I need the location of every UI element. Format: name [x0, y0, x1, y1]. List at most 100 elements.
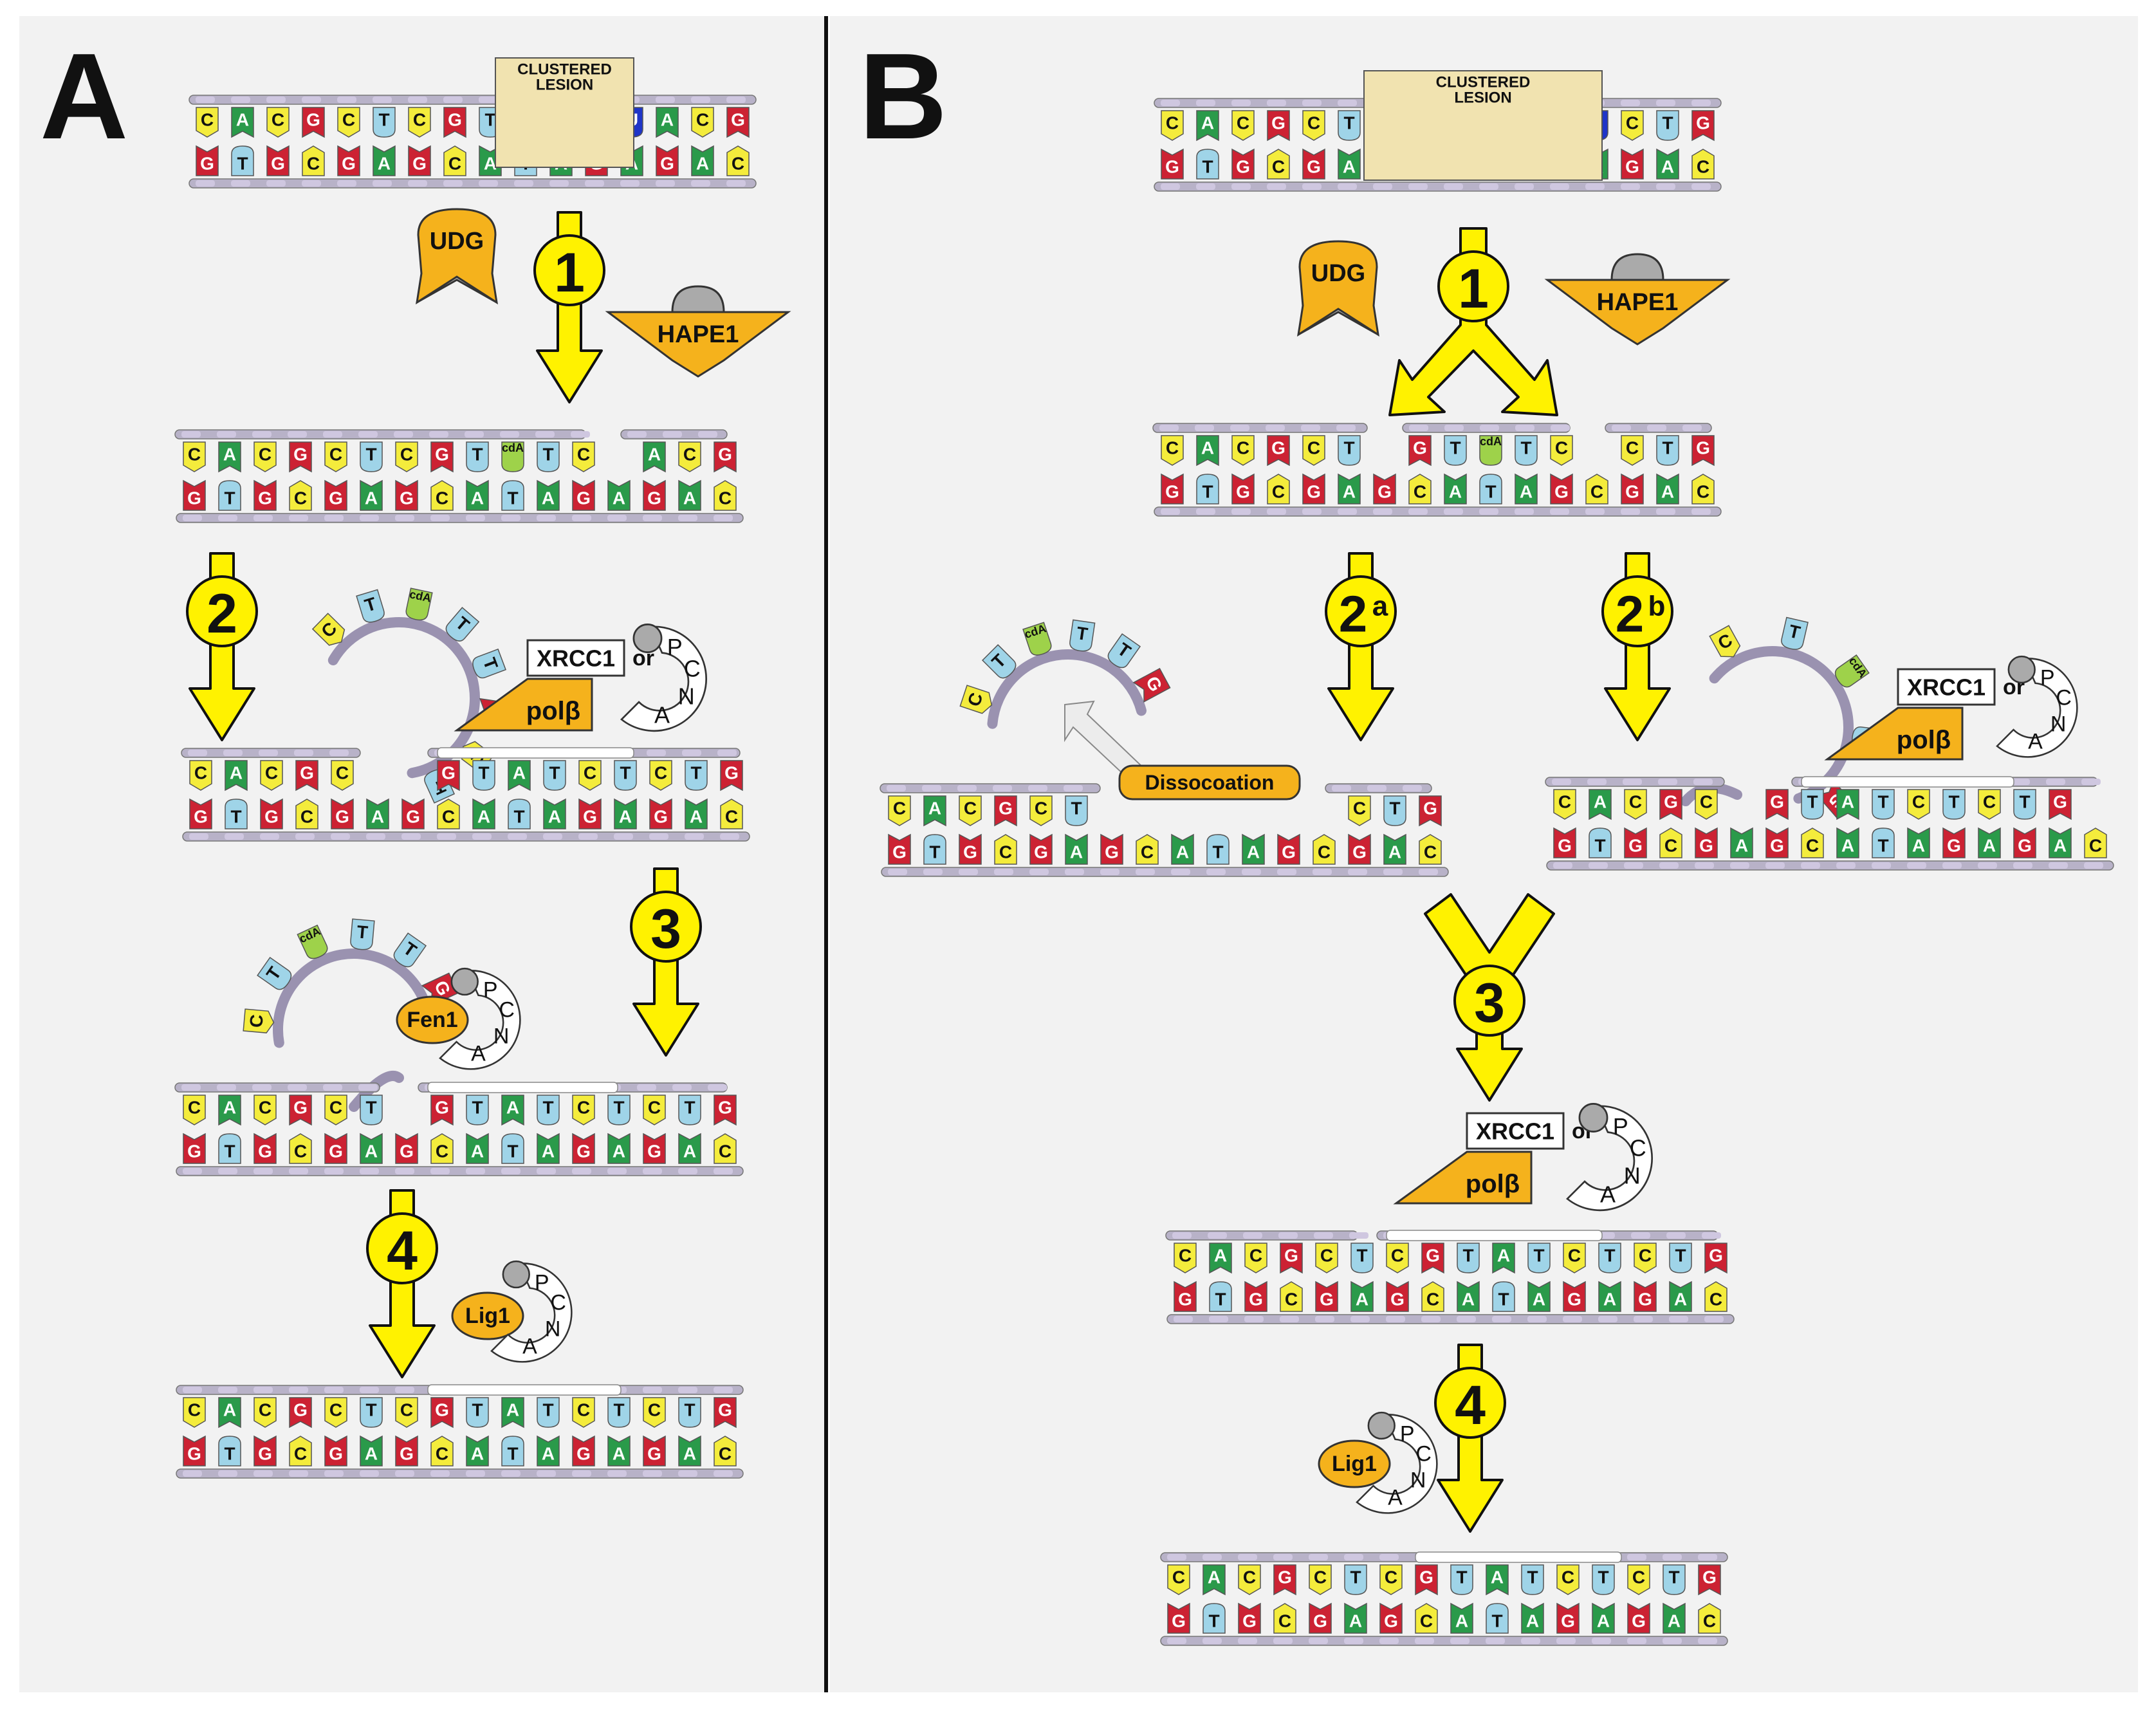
nucleotide-label: C: [1424, 842, 1437, 862]
backbone-segment: [572, 1470, 591, 1477]
nucleotide-tile: [578, 798, 602, 829]
panel-b-duplex-3-bottom-nucleotide: T: [1492, 1281, 1515, 1312]
bottom-backbone: [189, 178, 757, 189]
backbone-segment: [218, 1168, 237, 1174]
nucleotide-tile: [1383, 833, 1406, 865]
polb-label: polβ: [1466, 1170, 1520, 1198]
nucleotide-tile: [360, 1133, 383, 1164]
panel-b-duplex-2-bottom-nucleotide: A: [1338, 473, 1361, 504]
nucleotide-label: C: [1700, 792, 1713, 812]
flap-tile: G: [1132, 667, 1171, 703]
nucleotide-label: A: [2054, 836, 2067, 856]
nucleotide-tile: [614, 760, 637, 791]
backbone-segment: [1231, 508, 1251, 515]
backbone-segment: [1408, 508, 1428, 515]
flap-nucleotide: C: [1709, 625, 1741, 658]
panel-a-duplex-5-top-nucleotide: T: [607, 1397, 631, 1428]
backbone-segment: [1202, 1638, 1222, 1644]
backbone-segment: [218, 1470, 237, 1477]
panel-b-duplex-2b-bottom-nucleotide: A: [1836, 827, 1859, 858]
cda-stem: [410, 601, 425, 618]
backbone-segment: [656, 97, 675, 103]
nucleotide-tile: [1479, 474, 1502, 504]
bottom-backbone: [1160, 1636, 1728, 1646]
nucleotide-tile: [324, 1397, 347, 1428]
nucleotide-tile: [183, 441, 206, 472]
xrcc1-label: XRCC1: [1476, 1118, 1554, 1145]
flap-tile: T: [393, 932, 427, 968]
backbone-segment: [1344, 1554, 1363, 1560]
panel-b-duplex-3-top-nucleotide: A: [1209, 1243, 1232, 1274]
nucleotide-tile: [2049, 827, 2072, 858]
panel-b-duplex-3-bottom-nucleotide: G: [1634, 1281, 1657, 1312]
nucleotide-label: A: [1247, 842, 1260, 862]
nucleotide-label: G: [1696, 438, 1710, 458]
panel-b-duplex-4-top-nucleotide: C: [1556, 1564, 1580, 1595]
nucleotide-label: C: [1353, 799, 1366, 819]
panel-b-duplex-4-top-nucleotide: C: [1238, 1564, 1261, 1595]
nucleotide-label: G: [1638, 1290, 1652, 1309]
backbone-segment: [643, 1168, 662, 1174]
panel-a-duplex-5-top-nucleotide: C: [643, 1397, 666, 1428]
nucleotide-tile: [1521, 1602, 1544, 1634]
nucleotide-tile: [337, 145, 360, 176]
enzyme-label: Fen1: [407, 1008, 457, 1032]
flap-nucleotide: T: [982, 644, 1017, 679]
backbone-segment: [218, 515, 237, 521]
nucleotide-label: G: [435, 1400, 449, 1420]
backbone-segment: [1592, 1638, 1611, 1644]
nucleotide-tile: [218, 1397, 241, 1429]
nucleotide-tile: [1656, 148, 1679, 180]
backbone-segment: [1765, 862, 1785, 869]
backbone-segment: [360, 1168, 379, 1174]
pcna-letter: N: [545, 1317, 561, 1342]
nucleotide-tile: [1627, 1602, 1650, 1634]
panel-a-hape1: HAPE1: [605, 285, 791, 378]
nucleotide-tile: [1277, 833, 1300, 865]
backbone-segment: [360, 1387, 379, 1393]
nucleotide-tile: [1550, 473, 1573, 504]
flap-nucleotide: T: [1107, 633, 1141, 669]
panel-a-duplex-1-top-nucleotide: C: [337, 107, 360, 138]
nucleotide-label: C: [1426, 1290, 1439, 1309]
backbone-segment: [1408, 183, 1428, 190]
panel-b-duplex-4-top-nucleotide: G: [1415, 1564, 1438, 1596]
panel-b-duplex-4-bottom-nucleotide: C: [1415, 1603, 1438, 1634]
panel-a-duplex-1-bottom-nucleotide: A: [373, 145, 396, 176]
nucleotide-label: G: [329, 488, 343, 508]
nucleotide-label: T: [1485, 482, 1496, 502]
backbone-segment: [294, 750, 313, 756]
nucleotide-label: G: [1236, 157, 1250, 177]
polb-body: [454, 678, 593, 732]
nucleotide-label: C: [999, 842, 1012, 862]
nucleotide-label: T: [1594, 836, 1605, 856]
nucleotide-label: C: [1983, 792, 1996, 812]
nucleotide-tile: [266, 107, 290, 138]
backbone-segment: [1409, 425, 1428, 431]
cda-stem: [307, 938, 324, 957]
nucleotide-tile: [395, 1397, 418, 1428]
nucleotide-tile: [1280, 1281, 1303, 1312]
bottom-backbone: [1154, 506, 1722, 517]
backbone-segment: [627, 431, 647, 438]
panel-b-duplex-2a-bottom-nucleotide: G: [959, 833, 982, 865]
nucleotide-tile: [430, 1133, 454, 1164]
nucleotide-label: T: [1675, 1246, 1686, 1266]
bottom-backbone: [1154, 181, 1722, 192]
new-synthesis-segment: [437, 747, 634, 759]
nucleotide-label: A: [1912, 836, 1925, 856]
nucleotide-tile: [572, 1397, 595, 1428]
nucleotide-label: G: [306, 110, 320, 130]
pcna-letter: N: [1624, 1163, 1641, 1189]
panel-a-duplex-2-bottom-nucleotide: C: [430, 480, 454, 511]
nucleotide-tile: [1238, 1564, 1261, 1595]
nucleotide-tile: [401, 798, 425, 829]
nucleotide-tile: [1379, 1564, 1403, 1595]
backbone-segment: [401, 833, 421, 840]
nucleotide-label: C: [1243, 1568, 1256, 1587]
panel-a-duplex-1-bottom-nucleotide: G: [266, 145, 290, 176]
nucleotide-label: G: [1236, 482, 1250, 502]
pcna-letter: C: [2056, 686, 2072, 710]
panel-b-duplex-2-bottom-nucleotide: G: [1231, 473, 1255, 504]
backbone-segment: [698, 431, 717, 438]
